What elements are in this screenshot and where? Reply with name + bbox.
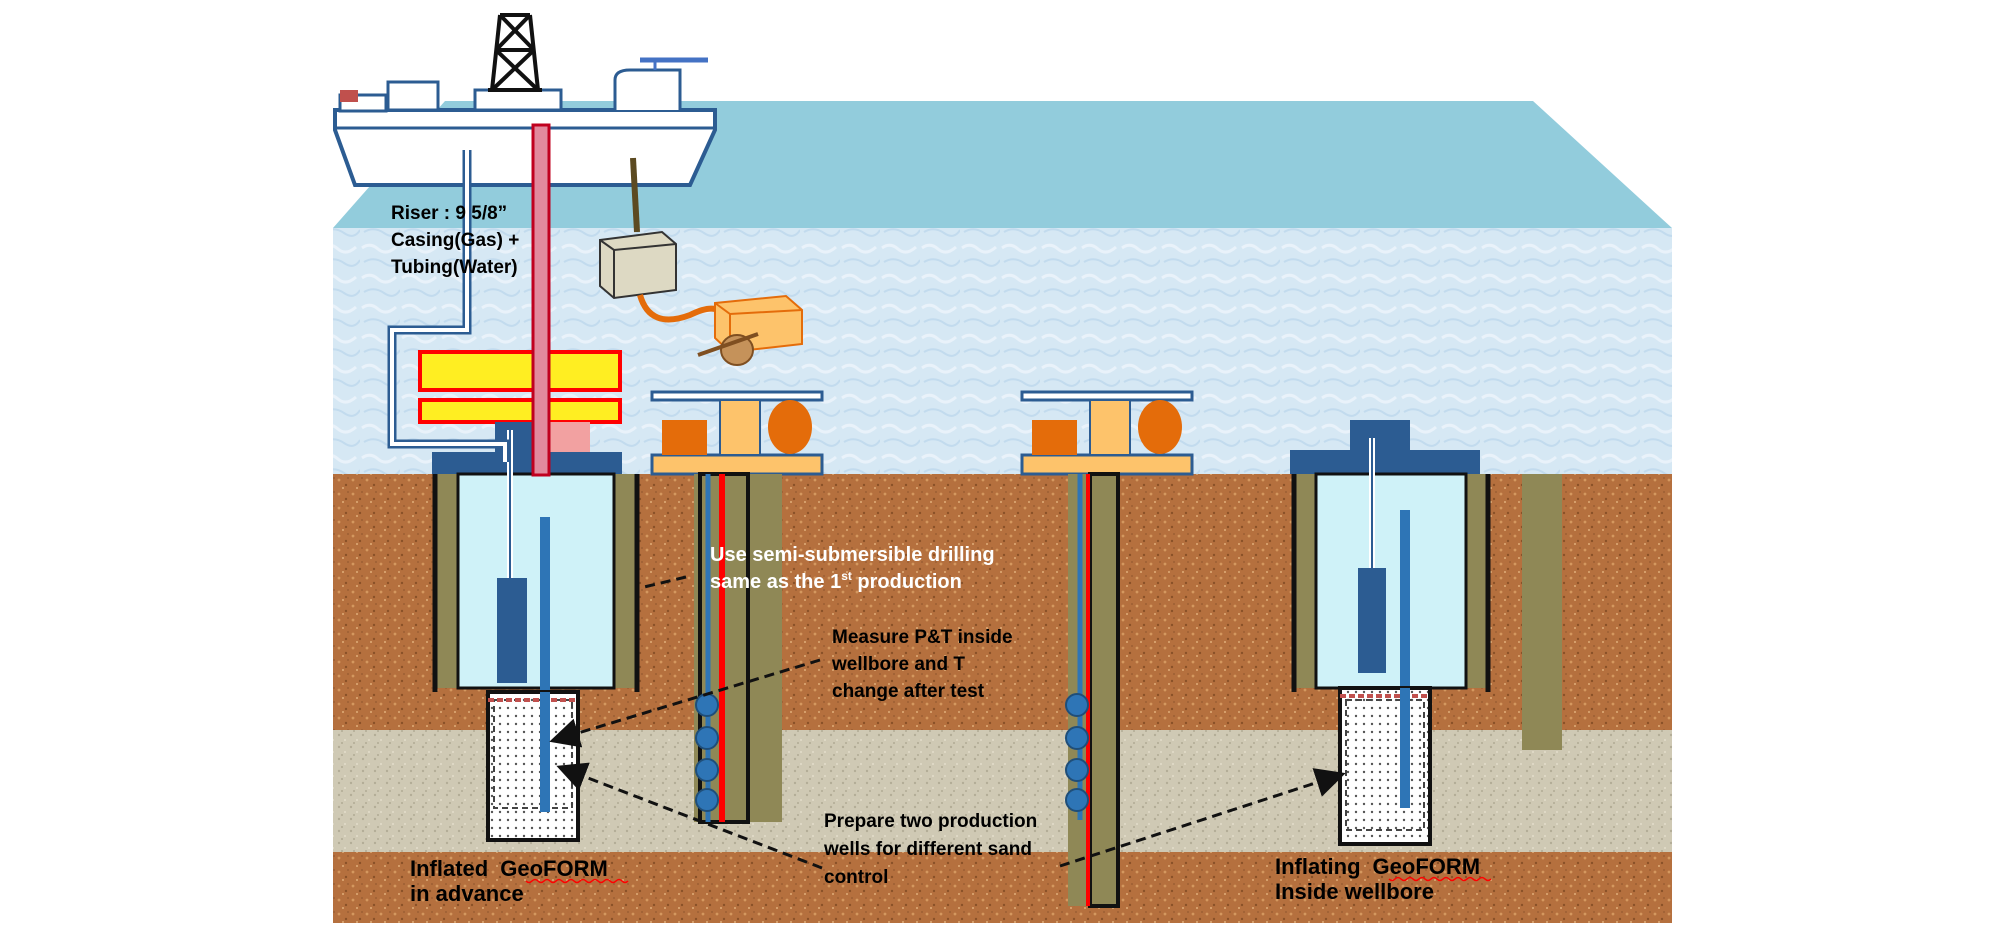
prepare-label-line1: Prepare two production bbox=[824, 811, 1037, 832]
drill-ship bbox=[333, 13, 717, 187]
riser-label-line3: Tubing(Water) bbox=[391, 257, 518, 278]
inflating-label-line2: Inside wellbore bbox=[1275, 879, 1434, 904]
lower-sediment-layer bbox=[333, 852, 1672, 923]
riser-label: Riser : 9 5/8” Casing(Gas) + Tubing(Wate… bbox=[391, 203, 519, 278]
riser-label-line1: Riser : 9 5/8” bbox=[391, 203, 507, 224]
well-center-left bbox=[650, 390, 824, 824]
prepare-label-line2: wells for different sand bbox=[823, 839, 1032, 860]
semi-label-line1: Use semi-submersible drilling bbox=[710, 544, 995, 566]
inflated-label-line2: in advance bbox=[410, 881, 524, 906]
semi-label-line2: same as the 1st production bbox=[710, 569, 962, 593]
well-left bbox=[418, 350, 640, 842]
measure-label: Measure P&T inside wellbore and T change… bbox=[831, 627, 1013, 702]
prepare-label-line3: control bbox=[824, 867, 888, 888]
derrick-tower bbox=[488, 13, 542, 92]
well-right bbox=[1290, 420, 1562, 846]
semi-submersible-label: Use semi-submersible drilling same as th… bbox=[710, 544, 995, 593]
measure-label-line3: change after test bbox=[832, 681, 985, 702]
annotation-arrows bbox=[549, 575, 1346, 870]
measure-label-line1: Measure P&T inside bbox=[832, 627, 1013, 648]
well-center-right bbox=[1020, 390, 1194, 908]
prepare-label: Prepare two production wells for differe… bbox=[823, 811, 1037, 888]
riser-pipe bbox=[387, 123, 551, 477]
riser-label-line2: Casing(Gas) + bbox=[391, 230, 519, 251]
rov-system bbox=[599, 157, 803, 366]
measure-label-line2: wellbore and T bbox=[831, 654, 965, 675]
